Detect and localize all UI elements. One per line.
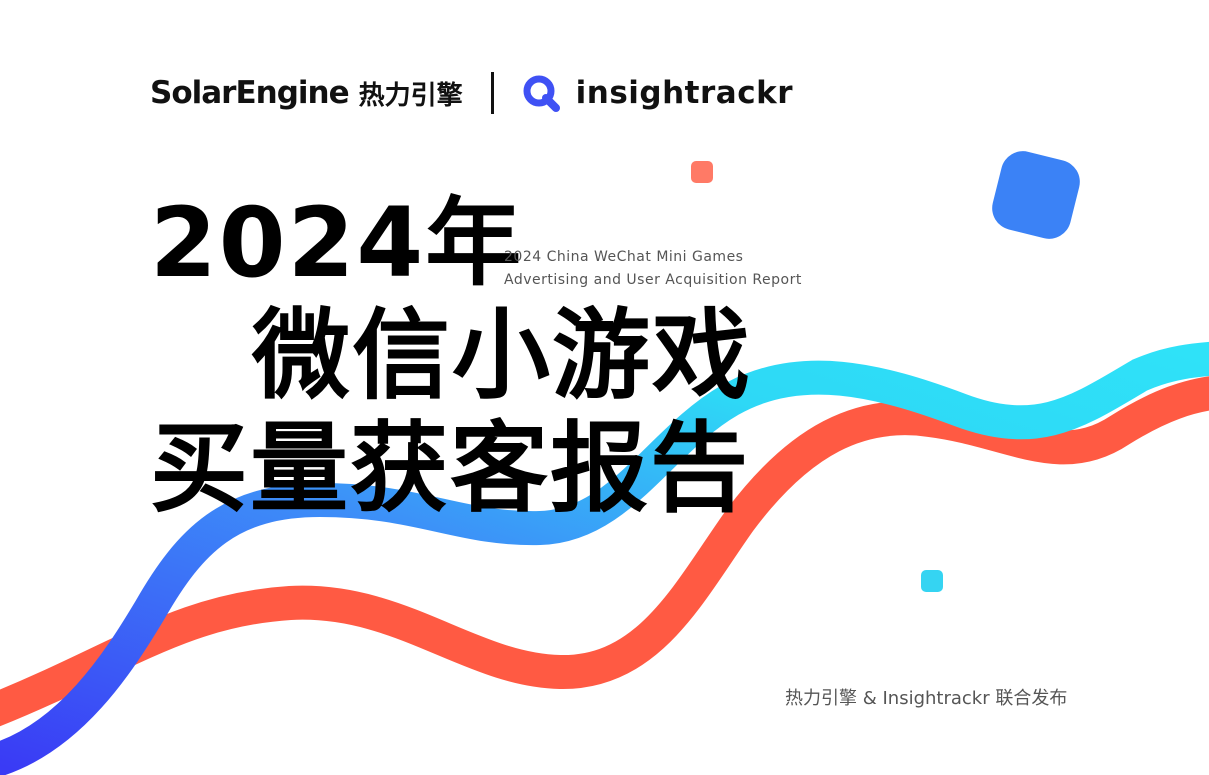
publisher-credit: 热力引擎 & Insightrackr 联合发布: [785, 688, 1068, 709]
insightrackr-wordmark: insightrackr: [575, 75, 793, 111]
logo-divider: [490, 72, 494, 114]
insightrackr-q-icon: [523, 75, 560, 112]
english-subtitle: 2024 China WeChat Mini Games Advertising…: [504, 246, 802, 292]
red-wave: [0, 376, 1209, 727]
main-title-line2: 买量获客报告: [150, 412, 751, 526]
coral-square-deco: [691, 161, 713, 183]
main-title-line1: 微信小游戏: [252, 299, 753, 413]
year-title: 2024年: [150, 187, 524, 299]
english-subtitle-line1: 2024 China WeChat Mini Games: [504, 249, 744, 265]
cyan-square-deco: [921, 570, 943, 592]
solarengine-logo: SolarEngine: [150, 75, 350, 111]
header-logos: SolarEngine 热力引擎 insightrackr: [150, 68, 793, 118]
solarengine-cn-logo: 热力引擎: [358, 80, 463, 111]
blue-cyan-wave: [0, 341, 1209, 775]
english-subtitle-line2: Advertising and User Acquisition Report: [504, 272, 802, 288]
insightrackr-logo: insightrackr: [522, 74, 793, 112]
